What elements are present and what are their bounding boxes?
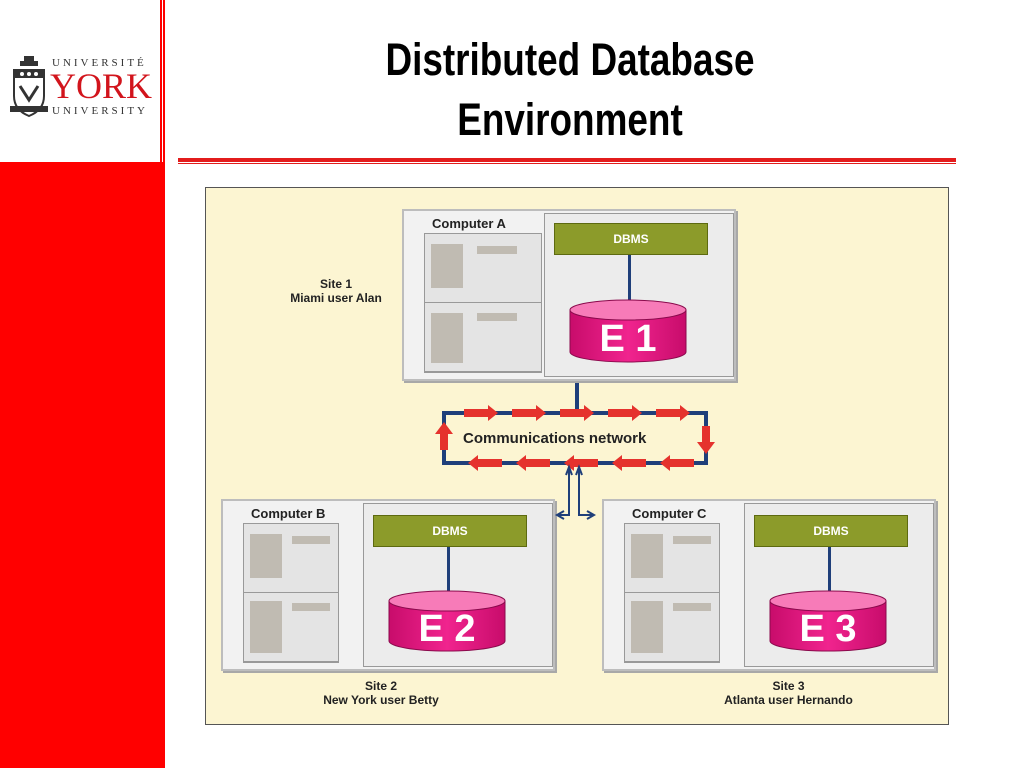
computer-b-dbms-link [447,547,450,591]
network-arrow-up [435,422,453,450]
site-3-user: Atlanta user Hernando [724,693,853,707]
database-e1-label: E 1 [599,318,656,360]
screen-pane [625,524,719,593]
site-2-user: New York user Betty [323,693,439,707]
logo-text-university: UNIVERSITY [52,105,148,117]
network-arrow-down [697,426,715,454]
screen-pane [244,593,338,662]
network-arrows-bottom [468,455,694,471]
computer-c-dbms: DBMS [754,515,908,547]
site-3-name: Site 3 [772,679,805,693]
left-red-band [0,162,165,768]
logo-text-york: YORK [50,66,153,106]
network-branch-links [554,464,597,520]
database-e1-icon [569,299,687,363]
site-1-name: Site 1 [319,277,352,291]
computer-b-label: Computer B [251,506,326,521]
computer-a: Computer A DBMS [402,209,736,381]
computer-a-dbms: DBMS [554,223,708,255]
computer-a-screen [424,233,542,373]
title-rule [178,158,956,162]
database-e2-icon [388,590,506,652]
screen-pane [244,524,338,593]
computer-b-screen [243,523,339,663]
database-e2-label: E 2 [418,608,475,650]
network-arrows-top [464,405,690,421]
computer-a-dbms-link [628,255,631,301]
screen-pane [425,303,541,372]
site-1-user: Miami user Alan [290,291,382,305]
band-divider-inner [162,0,163,162]
computer-c-dbms-link [828,547,831,591]
site-1-label: Site 1 Miami user Alan [276,277,396,305]
distributed-db-diagram: Computer A DBMS Computer B [205,187,949,725]
slide-title-line1: Distributed Database [385,34,755,85]
computer-c-label: Computer C [632,506,707,521]
york-logo: UNIVERSITÉ YORK UNIVERSITY [8,52,158,122]
network-label: Communications network [463,430,647,447]
screen-pane [625,593,719,662]
computer-c-screen [624,523,720,663]
diagram-graphics: E 1 E 2 E 3 [388,299,887,652]
title-rule-thin [178,163,956,164]
site-2-name: Site 2 [364,679,397,693]
site-2-label: Site 2 New York user Betty [296,679,466,707]
screen-pane [425,234,541,303]
site-3-label: Site 3 Atlanta user Hernando [696,679,881,707]
computer-a-label: Computer A [432,216,506,231]
slide-title: Distributed Database Environment [349,30,792,150]
slide-title-line2: Environment [457,94,683,145]
computer-b-dbms: DBMS [373,515,527,547]
database-e3-label: E 3 [799,608,856,650]
logo-text-universite: UNIVERSITÉ [52,57,147,69]
database-e3-icon [769,590,887,652]
crest-icon [10,56,48,118]
